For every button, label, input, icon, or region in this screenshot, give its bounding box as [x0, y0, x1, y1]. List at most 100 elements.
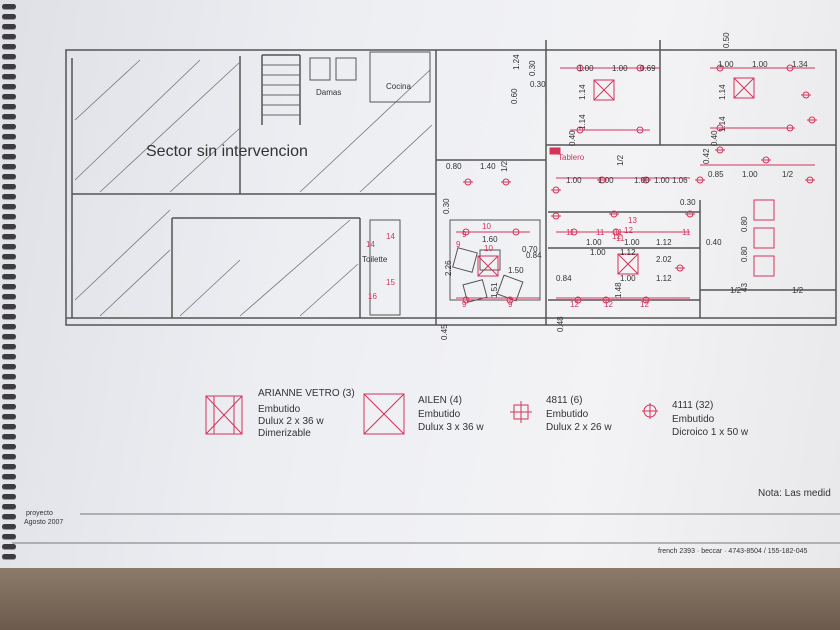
dimension-label: 1.00	[586, 238, 602, 247]
dimension-label: 0.40	[710, 130, 719, 146]
dimension-label: 1/2	[500, 160, 509, 172]
room-label-tablero: Tablero	[558, 153, 585, 162]
dimension-label: 2.26	[444, 260, 453, 276]
dimension-label: 1.00	[620, 274, 636, 283]
dimension-label: 1.14	[578, 114, 587, 130]
arianne-fixture	[753, 199, 775, 221]
binding-ring	[2, 174, 16, 179]
dimension-label: 1.00	[578, 64, 594, 73]
binding-ring	[2, 394, 16, 399]
binding-ring	[2, 294, 16, 299]
dimension-label: 0.84	[526, 251, 542, 260]
dimension-label: 0.84	[556, 274, 572, 283]
binding-ring	[2, 104, 16, 109]
binding-ring	[2, 464, 16, 469]
binding-ring	[2, 254, 16, 259]
dimension-label: 0.30	[442, 198, 451, 214]
binding-ring	[2, 64, 16, 69]
dimension-label: 1.12	[656, 274, 672, 283]
dimension-label: 1.24	[512, 54, 521, 70]
ailen-fixture	[617, 253, 639, 275]
dimension-label: 1.14	[718, 116, 727, 132]
dimension-label: 0.70	[522, 245, 538, 254]
binding-ring	[2, 354, 16, 359]
dimension-label: 14	[386, 232, 395, 241]
dimension-label: 1.12	[620, 248, 636, 257]
dimension-label: 1.00	[654, 176, 670, 185]
binding-ring	[2, 434, 16, 439]
binding-ring	[2, 534, 16, 539]
dimension-label: 0.40	[568, 130, 577, 146]
binding-ring	[2, 114, 16, 119]
dimension-label: 0.80	[740, 246, 749, 262]
binding-ring	[2, 424, 16, 429]
binding-ring	[2, 74, 16, 79]
binding-ring	[2, 84, 16, 89]
dimension-label: 1.34	[792, 60, 808, 69]
dimension-label: 1.00	[742, 170, 758, 179]
dimension-label: 1.14	[718, 84, 727, 100]
dimension-label: 1.00	[612, 64, 628, 73]
building-walls	[65, 40, 837, 326]
dimension-label: 11	[682, 228, 691, 237]
staircase	[262, 64, 300, 116]
binding-ring	[2, 324, 16, 329]
arianne-fixture	[753, 255, 775, 277]
binding-ring	[2, 554, 16, 559]
dimension-label: 1/2	[616, 154, 625, 166]
dimension-label: 9	[508, 300, 513, 309]
dimension-label: 12	[624, 226, 633, 235]
dimension-label: 1/2	[782, 170, 794, 179]
dimension-label: 10	[484, 244, 493, 253]
dimension-label: 15	[386, 278, 395, 287]
binding-ring	[2, 524, 16, 529]
dimension-label: 1.48	[614, 282, 623, 298]
dimension-label: 9	[462, 300, 467, 309]
project-label: proyecto	[26, 510, 53, 517]
legend-line-arianne-3: Dimerizable	[258, 428, 311, 439]
table-surface	[0, 568, 840, 630]
room-label-toilette: Toilette	[362, 255, 388, 264]
binding-ring	[2, 264, 16, 269]
arianne-fixture	[753, 227, 775, 249]
binding-ring	[2, 454, 16, 459]
binding-ring	[2, 4, 16, 9]
downlight-points	[461, 64, 817, 304]
binding-ring	[2, 94, 16, 99]
ailen-fixture	[593, 79, 615, 101]
dimension-label: 1.00	[598, 176, 614, 185]
dimension-label: 9	[456, 240, 461, 249]
binding-ring	[2, 514, 16, 519]
binding-ring	[2, 304, 16, 309]
dimension-label: 1.00	[624, 238, 640, 247]
dimension-label: 10	[482, 222, 491, 231]
binding-ring	[2, 224, 16, 229]
arianne-symbol-icon	[205, 395, 243, 435]
binding-ring	[2, 214, 16, 219]
dimension-label: 0.80	[446, 162, 462, 171]
binding-ring	[2, 234, 16, 239]
room-label-damas: Damas	[316, 88, 342, 97]
binding-ring	[2, 334, 16, 339]
hatched-sector	[74, 59, 433, 317]
binding-ring	[2, 154, 16, 159]
dimension-label: 12	[570, 300, 579, 309]
binding-ring	[2, 184, 16, 189]
dimension-label: 12	[612, 232, 621, 241]
legend-line-4811-2: Dulux 2 x 26 w	[546, 422, 612, 433]
binding-ring	[2, 34, 16, 39]
ailen-symbol-icon	[363, 393, 405, 435]
legend-line-4111-1: Embutido	[672, 414, 715, 425]
binding-ring	[2, 494, 16, 499]
dimension-label: 0.48	[556, 316, 565, 332]
binding-ring	[2, 164, 16, 169]
project-date: Agosto 2007	[24, 519, 64, 526]
binding-ring	[2, 364, 16, 369]
legend-line-4811-1: Embutido	[546, 409, 589, 420]
dimension-label: 43	[740, 283, 749, 292]
dimension-label: 0.60	[510, 88, 519, 104]
binding-ring	[2, 284, 16, 289]
dimension-label: 13	[628, 216, 637, 225]
legend-line-ailen-1: Embutido	[418, 409, 461, 420]
